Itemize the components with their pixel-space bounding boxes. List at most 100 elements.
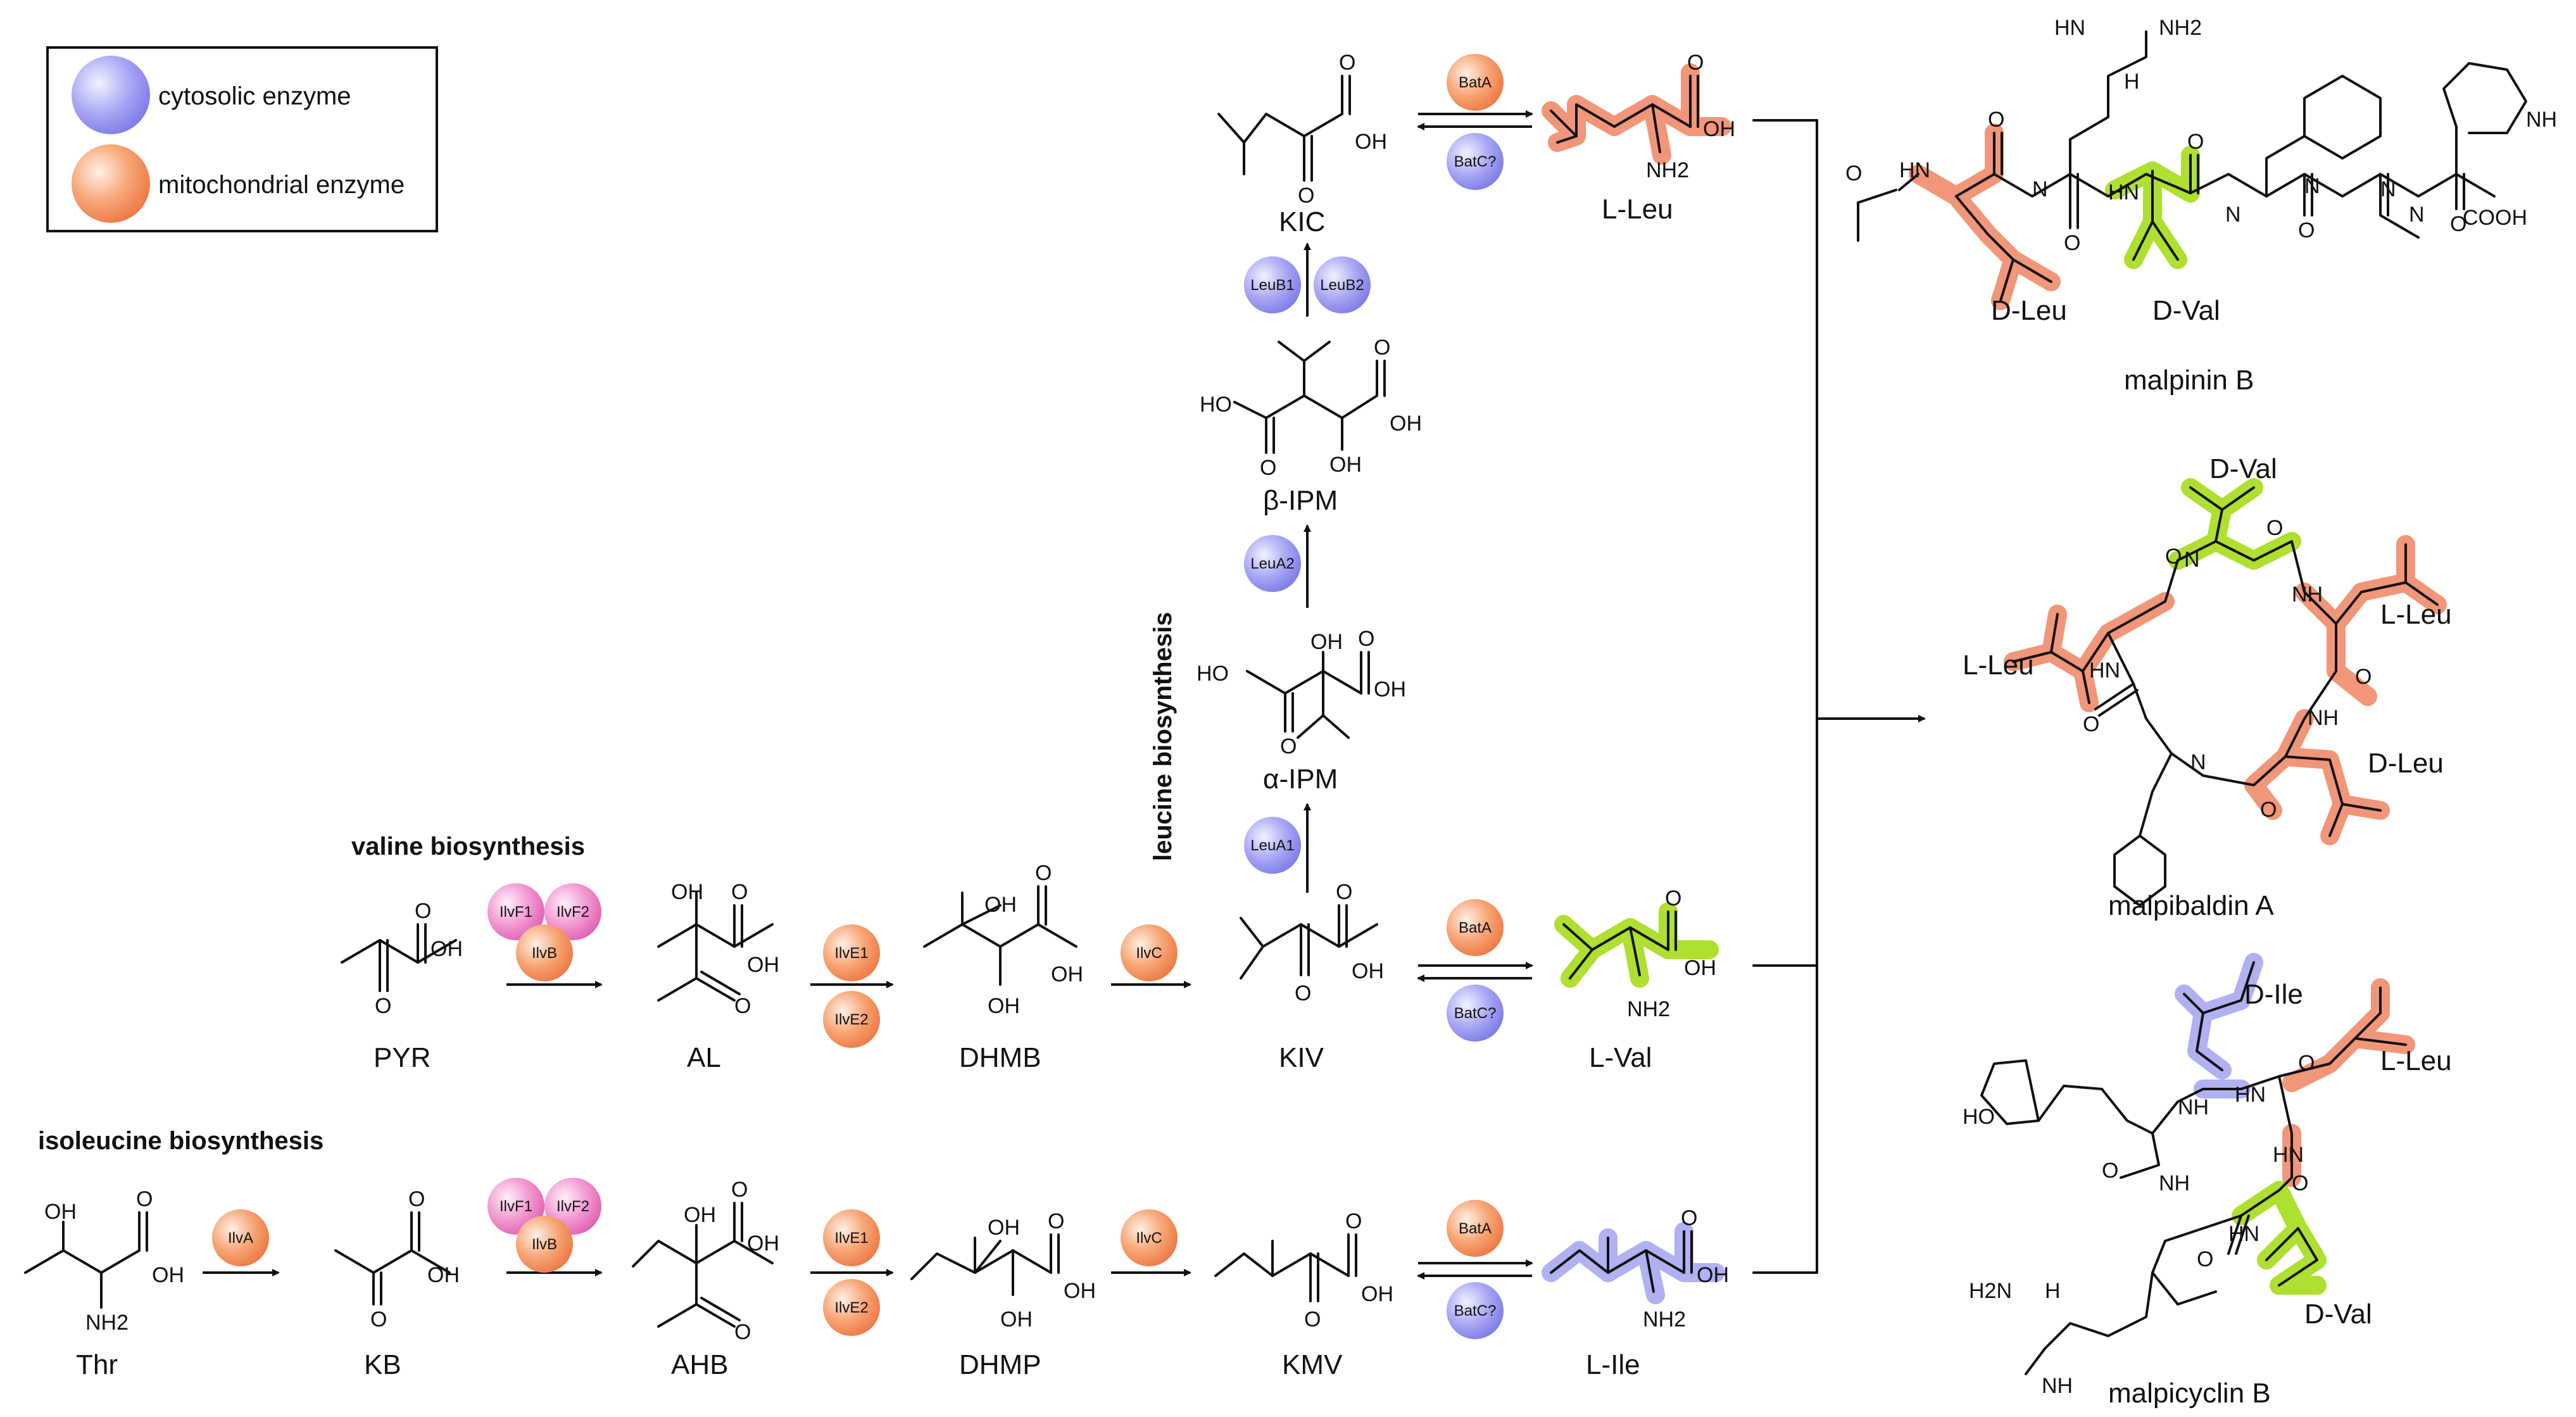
malpinin-o-1: O: [1988, 108, 2004, 132]
bata-label-val: BatA: [1459, 919, 1492, 936]
kic-label: KIC: [1279, 206, 1325, 237]
batc-label-val: BatC?: [1454, 1005, 1497, 1022]
leub2-label: LeuB2: [1320, 277, 1364, 294]
malpicyclin-nh-1: NH: [2178, 1095, 2209, 1119]
leua2-label: LeuA2: [1250, 555, 1294, 572]
dhmp-oh-bottom: OH: [1000, 1307, 1033, 1332]
malpibaldin-l-leu-left-label: L-Leu: [1963, 650, 2034, 681]
kb-label: KB: [364, 1349, 401, 1380]
leub1-label: LeuB1: [1250, 277, 1294, 294]
malpinin-guanidine-nh2: NH2: [2159, 16, 2202, 40]
batc-label-leu: BatC?: [1454, 153, 1497, 170]
malpinin-d-val-label: D-Val: [2152, 295, 2220, 326]
l-val-label: L-Val: [1589, 1042, 1652, 1073]
dhmb-label: DHMB: [959, 1042, 1041, 1073]
kmv-label: KMV: [1282, 1349, 1343, 1380]
ilve1-enzyme: [823, 924, 880, 981]
malpibaldin-d-val-label: D-Val: [2209, 453, 2277, 484]
ilvf1-label: IlvF1: [499, 904, 532, 921]
pyr-carbonyl-o: O: [415, 899, 431, 923]
l-leu-structure: O OH NH2: [1542, 51, 1735, 182]
kb-o: O: [408, 1187, 425, 1211]
l-val-structure: O OH NH2: [1554, 886, 1719, 1021]
l-ile-nh2: NH2: [1643, 1307, 1686, 1332]
a-ipm-oh-center: OH: [1310, 630, 1343, 654]
batc-enzyme-leu: [1447, 133, 1504, 190]
malpicyclin-o-3: O: [2197, 1247, 2213, 1271]
ahb-keto-o: O: [734, 1320, 751, 1344]
al-cooh-oh: OH: [747, 953, 779, 977]
kic-o-top: O: [1339, 51, 1355, 75]
malpinin-o-2: O: [2064, 231, 2080, 255]
kic-structure: O OH O: [1217, 51, 1387, 208]
a-ipm-structure: HO OH O OH O: [1197, 627, 1406, 759]
malpicyclin-nh-2: NH: [2159, 1171, 2190, 1195]
thr-nh2: NH2: [85, 1311, 129, 1335]
malpicyclin-l-leu-label: L-Leu: [2380, 1045, 2452, 1076]
kiv-o-top: O: [1336, 880, 1352, 904]
ilvf2-label-ile: IlvF2: [556, 1198, 589, 1215]
ilvf1-label-ile: IlvF1: [499, 1198, 532, 1215]
ilve1-label: IlvE1: [834, 945, 868, 962]
malpinin-nh-1: N: [2032, 177, 2048, 201]
malpicyclin-o-2: O: [2292, 1171, 2308, 1195]
malpicyclin-d-val-label: D-Val: [2304, 1299, 2372, 1330]
kmv-o-top: O: [1345, 1209, 1362, 1233]
malpicyclin-guanidine-nh: NH: [2042, 1374, 2073, 1398]
a-ipm-ho: HO: [1197, 662, 1229, 686]
ilvc-enzyme: [1121, 924, 1178, 981]
kic-keto-o: O: [1298, 184, 1314, 208]
ahb-cooh-oh: OH: [747, 1231, 779, 1256]
malpinin-cooh: COOH: [2463, 206, 2527, 230]
malpibaldin-o-top-right: O: [2266, 516, 2283, 540]
malpicyclin-ho: HO: [1963, 1105, 1995, 1129]
dhmb-structure: OH O OH OH: [923, 861, 1083, 1018]
malpinin-nh-2: HN: [2108, 180, 2139, 205]
dhmb-cooh-oh: OH: [1051, 962, 1083, 986]
malpicyclin-hn-3: HN: [2228, 1222, 2259, 1246]
l-leu-label: L-Leu: [1602, 194, 1673, 225]
al-keto-o: O: [734, 994, 751, 1018]
l-val-nh2: NH2: [1627, 997, 1670, 1021]
malpicyclin-hn-2: HN: [2273, 1143, 2304, 1167]
ilvb-enzyme-ile: [516, 1216, 573, 1273]
malpinin-nh-5: N: [2380, 177, 2396, 201]
malpinin-hn-1: HN: [1899, 158, 1930, 182]
leua2-enzyme: [1244, 535, 1301, 592]
leucine-section-title: leucine biosynthesis: [1149, 612, 1177, 861]
dhmb-o: O: [1035, 861, 1052, 885]
l-leu-nh2: NH2: [1646, 158, 1689, 182]
batc-enzyme-ile: [1447, 1282, 1504, 1339]
malpicyclin-o-4: O: [2102, 1159, 2118, 1183]
malpinin-indole-nh: NH: [2526, 108, 2557, 132]
b-ipm-o-right: O: [1374, 336, 1390, 360]
b-ipm-structure: HO O O OH OH: [1200, 336, 1422, 480]
a-ipm-keto-o: O: [1280, 734, 1297, 759]
bata-label-leu: BatA: [1459, 74, 1492, 91]
thr-o: O: [136, 1187, 153, 1211]
l-ile-label: L-Ile: [1586, 1349, 1640, 1380]
ilvf1-enzyme: [487, 883, 544, 940]
bata-enzyme-ile: [1447, 1200, 1504, 1257]
kiv-keto-o: O: [1295, 981, 1311, 1005]
malpinin-o-3: O: [2187, 130, 2204, 154]
l-leu-o: O: [1687, 51, 1704, 75]
malpibaldin-l-leu-right-label: L-Leu: [2380, 599, 2452, 630]
a-ipm-o: O: [1358, 627, 1374, 651]
leub1-enzyme: [1244, 256, 1301, 313]
dhmp-label: DHMP: [959, 1349, 1041, 1380]
kmv-structure: O OH O: [1214, 1209, 1393, 1332]
ilve2-label: IlvE2: [834, 1011, 868, 1028]
leua1-enzyme: [1244, 817, 1301, 874]
isoleucine-section-title: isoleucine biosynthesis: [38, 1127, 324, 1155]
dhmp-structure: OH O OH OH: [910, 1209, 1096, 1332]
leub2-enzyme: [1314, 256, 1371, 313]
b-ipm-label: β-IPM: [1263, 485, 1338, 516]
kmv-keto-o: O: [1304, 1307, 1321, 1332]
malpibaldin-o-bottom: O: [2260, 798, 2277, 822]
dhmb-oh-top: OH: [984, 893, 1017, 917]
ahb-oh: OH: [684, 1203, 716, 1227]
malpinin-o-5: O: [2450, 212, 2466, 236]
malpicyclin-hn-1: HN: [2235, 1083, 2266, 1107]
malpinin-b-structure: O HN O N O HN O N O N N O N COOH NH HN H…: [1845, 16, 2557, 326]
